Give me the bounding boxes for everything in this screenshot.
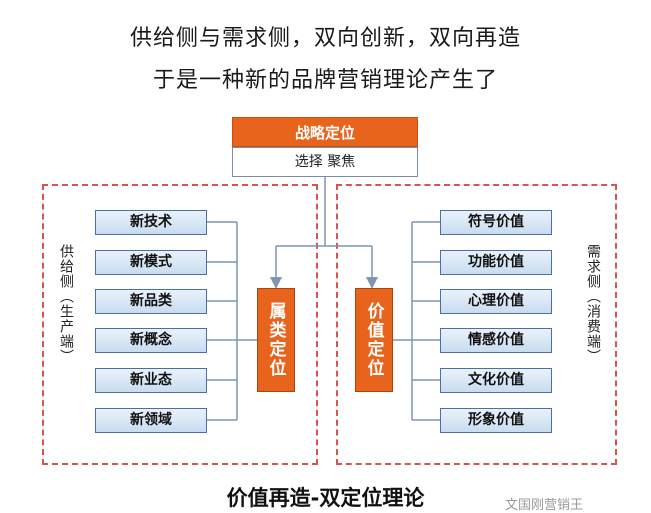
demand-item-5: 文化价值 — [440, 368, 552, 393]
category-positioning-box: 属类定位 — [257, 288, 295, 392]
strategic-positioning-box: 战略定位 — [232, 117, 418, 147]
demand-item-1: 符号价值 — [440, 210, 552, 235]
select-focus-box: 选择 聚焦 — [232, 147, 418, 177]
supply-item-1: 新技术 — [95, 210, 207, 235]
demand-side-label: 需求侧（消费端） — [585, 244, 601, 364]
demand-side-panel — [336, 184, 617, 465]
demand-item-6: 形象价值 — [440, 408, 552, 433]
supply-item-5: 新业态 — [95, 368, 207, 393]
supply-item-4: 新概念 — [95, 328, 207, 353]
demand-item-3: 心理价值 — [440, 289, 552, 314]
headline-line-2: 于是一种新的品牌营销理论产生了 — [152, 68, 498, 93]
supply-side-label: 供给侧（生产端） — [58, 244, 74, 364]
supply-item-6: 新领域 — [95, 408, 207, 433]
supply-item-2: 新模式 — [95, 250, 207, 275]
headline-line-1: 供给侧与需求侧，双向创新，双向再造 — [129, 26, 521, 51]
watermark: 文国刚营销王 — [505, 498, 584, 513]
demand-item-2: 功能价值 — [440, 250, 552, 275]
demand-item-4: 情感价值 — [440, 328, 552, 353]
diagram-title: 价值再造-双定位理论 — [226, 486, 425, 510]
value-positioning-box: 价值定位 — [355, 288, 393, 392]
supply-item-3: 新品类 — [95, 289, 207, 314]
supply-side-panel — [42, 184, 318, 465]
